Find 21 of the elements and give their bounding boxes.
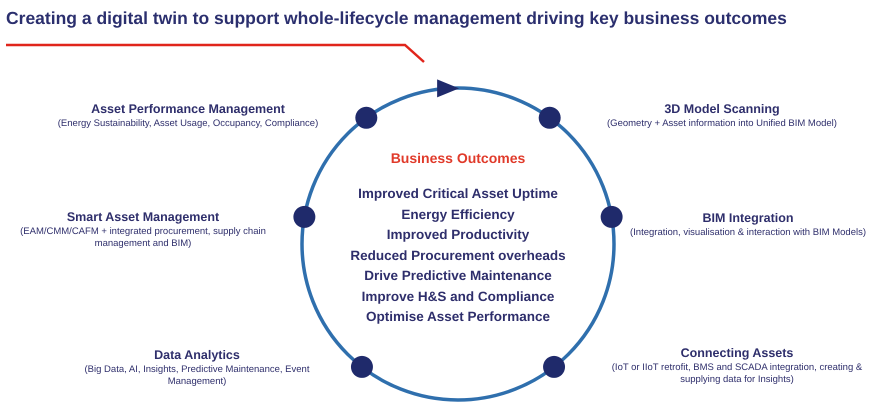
outcome-item: Energy Efficiency [401,206,515,224]
outcome-item: Drive Predictive Maintenance [364,267,552,285]
diagram-title: Creating a digital twin to support whole-lifecycle management driving key business outcomes [6,8,787,29]
outcome-item: Improve H&S and Compliance [362,288,554,306]
section-heading: 3D Model Scanning [664,101,780,117]
outcome-item: Improved Productivity [386,226,530,244]
outcome-item: Reduced Procurement overheads [350,246,566,264]
section-description: (Energy Sustainability, Asset Usage, Occupancy, Compliance) [56,118,320,130]
section-heading: BIM Integration [702,210,794,226]
section-heading: Smart Asset Management [66,209,220,225]
section-description: (IoT or IIoT retrofit, BMS and SCADA integration, creating & supplying data for Insights) [610,362,864,386]
section-description: (EAM/CMM/CAFM + integrated procurement, supply chain management and BIM) [19,226,267,250]
section-description: (Integration, visualisation & interaction with BIM Models) [628,227,868,239]
section-heading: Connecting Assets [680,345,794,361]
section-heading: Asset Performance Management [91,101,285,117]
section-heading: Data Analytics [154,347,240,363]
outcomes-heading: Business Outcomes [390,150,526,166]
section-description: (Big Data, AI, Insights, Predictive Maintenance, Event Management) [84,364,310,388]
outcome-item: Optimise Asset Performance [366,308,550,326]
section-description: (Geometry + Asset information into Unified BIM Model) [606,118,838,130]
outcome-item: Improved Critical Asset Uptime [358,185,558,203]
